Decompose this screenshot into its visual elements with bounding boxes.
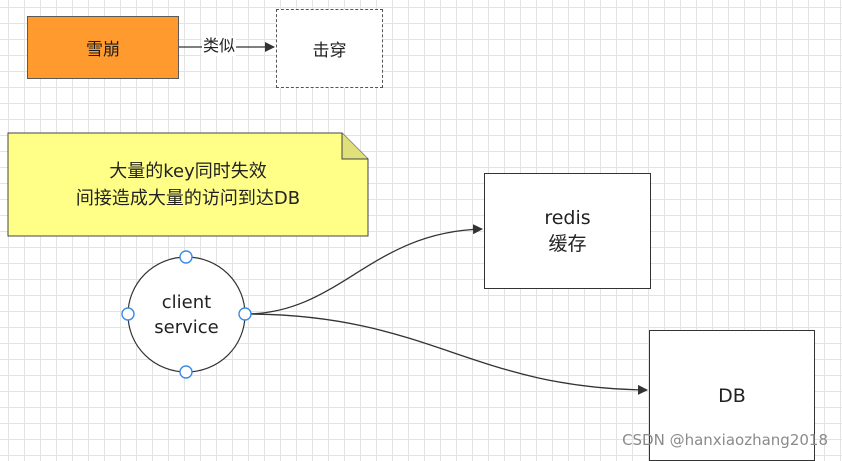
edge-similar-label: 类似 [202,36,237,56]
avalanche-node[interactable]: 雪崩 [27,16,179,79]
client-line-1: client [161,291,212,313]
breakdown-node[interactable]: 击穿 [276,9,383,88]
note-line-1: 大量的key同时失效 [109,160,267,182]
redis-line-2: 缓存 [548,233,587,255]
handle-top [179,250,193,264]
handle-bottom [179,365,193,379]
db-node[interactable]: DB [649,330,815,461]
note-line-2: 间接造成大量的访问到达DB [75,187,301,209]
note-shape[interactable] [7,132,369,237]
handle-left [121,307,135,321]
avalanche-label: 雪崩 [86,40,120,60]
selection-handles[interactable] [121,250,252,379]
watermark: CSDN @hanxiaozhang2018 [622,431,828,449]
client-line-2: service [154,316,219,338]
handle-right [238,307,252,321]
breakdown-label: 击穿 [312,41,347,61]
db-label: DB [718,384,746,407]
redis-line-1: redis [544,207,591,229]
redis-cache-node[interactable]: redis 缓存 [484,173,651,289]
edge-client-to-db[interactable] [244,313,648,395]
edge-client-to-redis[interactable] [244,224,483,315]
note-text: 大量的key同时失效 间接造成大量的访问到达DB [8,133,368,236]
client-service-label: client service [128,257,245,372]
